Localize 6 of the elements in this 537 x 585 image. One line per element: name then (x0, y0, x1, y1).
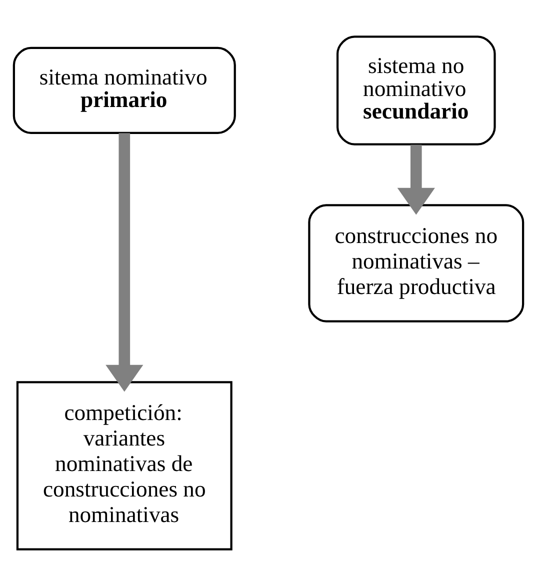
node-box: sistema no nominativo secundario (336, 35, 496, 145)
node-box: competición: variantes nominativas de construcciones no nominativas (16, 380, 232, 550)
node-box: sitema nominativo primario (12, 46, 236, 134)
arrow (106, 132, 144, 392)
node-box: construcciones no nominativas – fuerza productiva (308, 204, 524, 322)
arrow (397, 144, 435, 214)
